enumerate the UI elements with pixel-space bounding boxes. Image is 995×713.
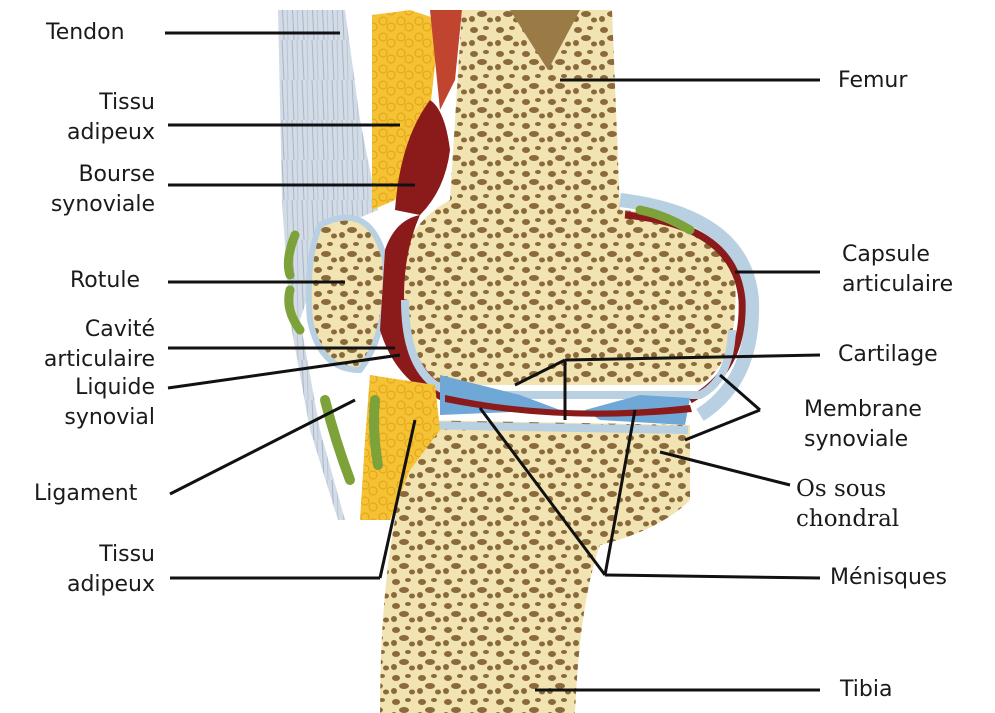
label-tendon: Tendon: [46, 18, 125, 48]
label-liquide-synovial-line1: Liquide: [30, 373, 155, 403]
label-capsule-articulaire-line2: articulaire: [842, 270, 953, 300]
label-tissu-adipeux-top-line1: Tissu: [40, 88, 155, 118]
tibia-shape: [380, 420, 690, 713]
label-os-sous-chondral-line1: Os sous: [796, 474, 899, 504]
label-ligament: Ligament: [34, 479, 137, 509]
label-menisques: Ménisques: [830, 563, 947, 593]
ligament-green-4: [374, 400, 378, 465]
label-tissu-adipeux-bottom-line1: Tissu: [40, 540, 155, 570]
label-os-sous-chondral-line2: chondral: [796, 504, 899, 534]
label-tissu-adipeux-bottom-line2: adipeux: [40, 570, 155, 600]
label-bourse-synoviale: Bourse synoviale: [40, 160, 155, 220]
label-liquide-synovial-line2: synovial: [30, 403, 155, 433]
label-capsule-articulaire: Capsule articulaire: [842, 240, 953, 300]
label-os-sous-chondral: Os sous chondral: [796, 474, 899, 534]
label-liquide-synovial: Liquide synovial: [30, 373, 155, 433]
label-cavite-articulaire-line1: Cavité: [10, 315, 155, 345]
tibial-cartilage: [415, 425, 688, 430]
label-femur: Femur: [838, 66, 907, 96]
label-cavite-articulaire-line2: articulaire: [10, 345, 155, 375]
label-tibia: Tibia: [840, 675, 892, 705]
label-bourse-synoviale-line1: Bourse: [40, 160, 155, 190]
label-cartilage: Cartilage: [838, 340, 938, 370]
label-capsule-articulaire-line1: Capsule: [842, 240, 953, 270]
label-membrane-synoviale: Membrane synoviale: [804, 395, 922, 455]
label-tissu-adipeux-top-line2: adipeux: [40, 118, 155, 148]
label-tissu-adipeux-top: Tissu adipeux: [40, 88, 155, 148]
label-bourse-synoviale-line2: synoviale: [40, 190, 155, 220]
label-rotule: Rotule: [70, 266, 140, 296]
label-membrane-synoviale-line1: Membrane: [804, 395, 922, 425]
label-cavite-articulaire: Cavité articulaire: [10, 315, 155, 375]
label-tissu-adipeux-bottom: Tissu adipeux: [40, 540, 155, 600]
label-membrane-synoviale-line2: synoviale: [804, 425, 922, 455]
